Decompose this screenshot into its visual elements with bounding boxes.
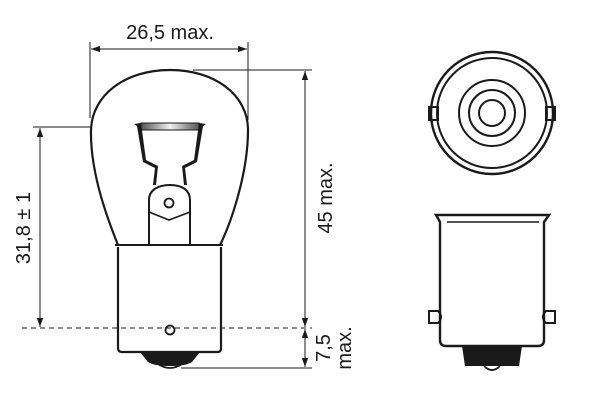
bulb-side-view [89,68,250,369]
outer-ring [429,50,555,176]
contact-ring-inner [478,99,506,127]
contact-length-dimension: 7,5 max. [181,326,356,370]
base-side-view [428,213,556,371]
filament-cup [134,123,158,185]
contact-ring-middle [468,89,516,137]
base-pin-hole [164,324,176,336]
bayonet-pin-left-side [428,310,442,324]
base-side-outline [433,213,552,348]
contact-tip [157,363,183,369]
support-post-crease [148,211,191,221]
filament-icon [140,122,200,131]
bayonet-pin-right [545,106,556,121]
width-dimension-label: 26,5 max. [126,22,214,44]
base-side-contact [462,346,522,366]
light-center-dimension: 31,8 ± 1 [13,126,90,327]
overall-length-dimension: 45 max. [193,69,337,327]
width-dimension: 26,5 max. [89,22,249,120]
inner-ring [436,57,548,169]
overall-length-dimension-label: 45 max. [315,162,337,233]
support-post-hole [163,197,175,209]
filament-holder [134,122,206,245]
bayonet-pin-left [428,106,439,121]
glass-globe [89,68,250,246]
light-center-dimension-label: 31,8 ± 1 [13,192,35,264]
contact-length-value-label: 7,5 [313,334,335,362]
filament-cup-right [182,123,206,185]
bulb-base [116,247,223,354]
base-contact [140,352,200,366]
base-side-contact-tip [483,365,501,371]
bayonet-pin-right-side [542,310,556,324]
base-top-view [428,50,556,176]
contact-length-suffix-label: max. [334,326,356,369]
contact-ring-outer [458,79,526,147]
support-post [148,183,191,245]
